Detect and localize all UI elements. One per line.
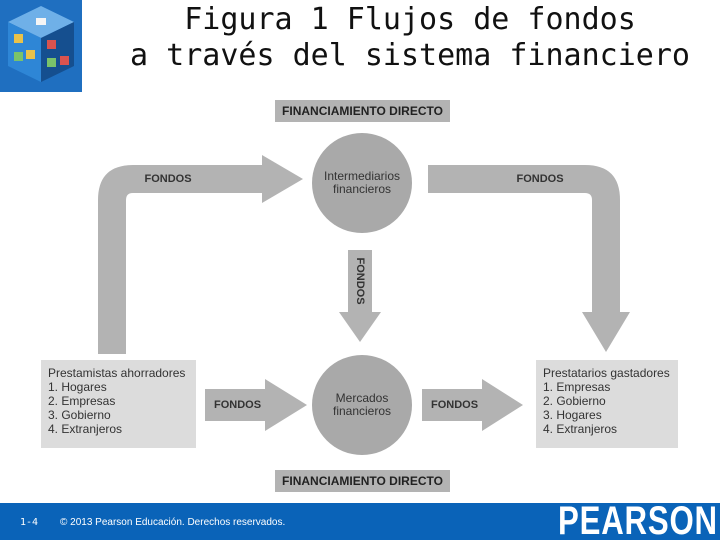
node-markets: Mercados financieros bbox=[312, 355, 412, 455]
label-fondos-bottom-left: FONDOS bbox=[213, 399, 262, 411]
arrow-markets-to-borrowers bbox=[422, 379, 523, 431]
direct-finance-banner-bottom: FINANCIAMIENTO DIRECTO bbox=[275, 470, 450, 492]
lenders-heading: Prestamistas ahorradores bbox=[48, 366, 186, 380]
arrow-intermediaries-to-borrowers bbox=[428, 165, 630, 352]
borrowers-box: Prestatarios gastadores 1. Empresas 2. G… bbox=[536, 360, 678, 448]
node-intermediaries: Intermediarios financieros bbox=[312, 133, 412, 233]
borrowers-item: 3. Hogares bbox=[543, 408, 602, 422]
label-fondos-vertical: FONDOS bbox=[354, 257, 366, 305]
footer-bar: 1-4 © 2013 Pearson Educación. Derechos r… bbox=[0, 499, 720, 543]
node-markets-label: Mercados financieros bbox=[332, 391, 392, 418]
lenders-item: 4. Extranjeros bbox=[48, 422, 123, 436]
borrowers-heading: Prestatarios gastadores bbox=[543, 366, 670, 380]
direct-finance-banner-top: FINANCIAMIENTO DIRECTO bbox=[275, 100, 450, 122]
borrowers-item: 1. Empresas bbox=[543, 380, 611, 394]
slide-title: Figura 1 Flujos de fondos a través del s… bbox=[110, 2, 710, 74]
label-fondos-bottom-right: FONDOS bbox=[430, 399, 479, 411]
lenders-item: 2. Empresas bbox=[48, 394, 116, 408]
pearson-logo: PEARSON bbox=[558, 499, 718, 543]
borrowers-item: 4. Extranjeros bbox=[543, 422, 618, 436]
arrow-intermediaries-to-markets bbox=[339, 250, 381, 342]
label-fondos-top-left: FONDOS bbox=[144, 173, 192, 185]
node-intermediaries-label: Intermediarios financieros bbox=[323, 169, 401, 196]
borrowers-item: 2. Gobierno bbox=[543, 394, 606, 408]
lenders-box: Prestamistas ahorradores 1. Hogares 2. E… bbox=[41, 360, 196, 448]
title-line-2: a través del sistema financiero bbox=[130, 38, 690, 73]
lenders-item: 3. Gobierno bbox=[48, 408, 111, 422]
lenders-item: 1. Hogares bbox=[48, 380, 107, 394]
cube-logo-icon bbox=[0, 0, 82, 92]
page-number: 1-4 bbox=[20, 517, 39, 528]
arrow-lenders-to-intermediaries bbox=[98, 155, 303, 354]
label-fondos-top-right: FONDOS bbox=[516, 173, 564, 185]
arrow-lenders-to-markets bbox=[205, 379, 307, 431]
title-line-1: Figura 1 Flujos de fondos bbox=[184, 2, 636, 37]
copyright-text: © 2013 Pearson Educación. Derechos reser… bbox=[60, 517, 286, 528]
